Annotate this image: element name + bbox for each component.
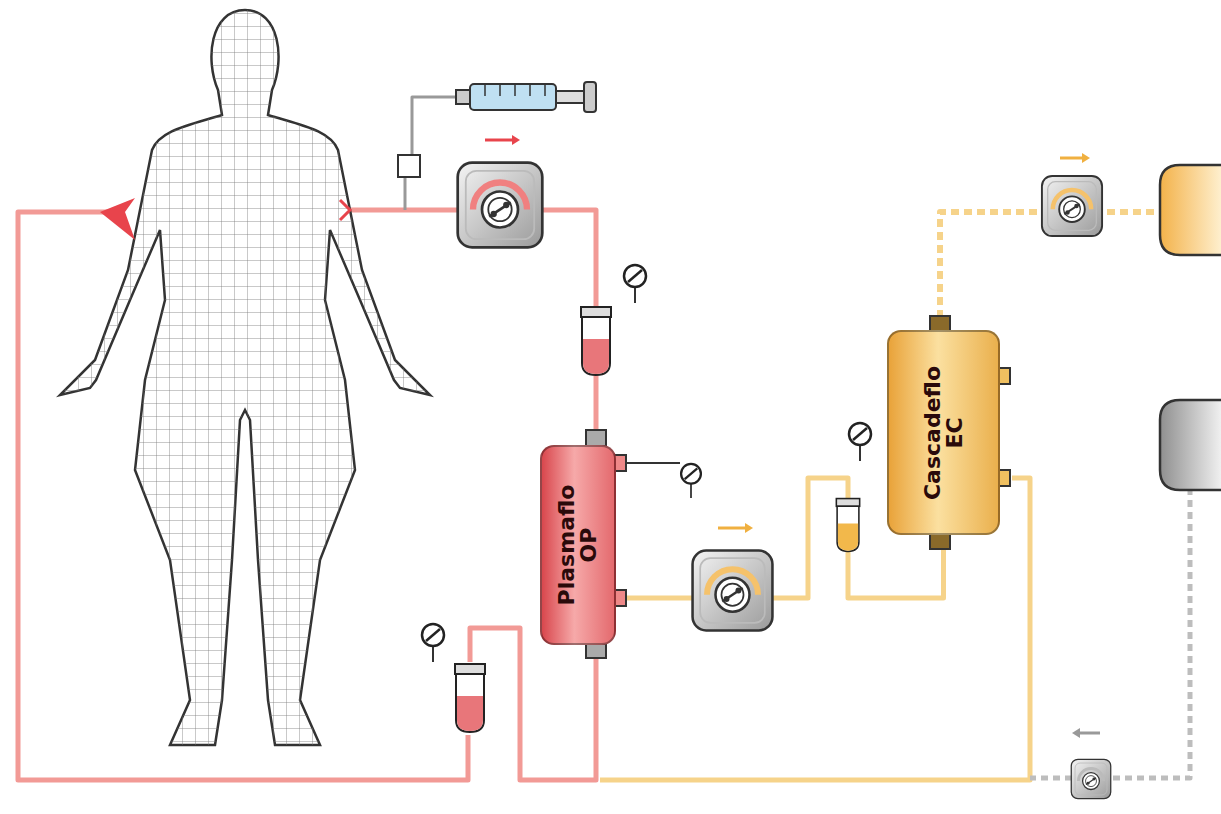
figure-mesh [60,10,430,745]
pressure-gauge [624,265,646,303]
syringe-line [404,175,407,210]
pressure-gauge [422,624,444,662]
filter-ports [586,316,1010,658]
patient-figure [60,10,430,745]
access-arrow [100,198,135,240]
return-line [470,628,596,780]
pressure-gauge [681,464,701,498]
plasma-pump [693,551,773,631]
waste-pump [1042,176,1102,236]
syringe-line [412,97,458,155]
substitution-line [1030,488,1190,778]
blood-line [594,375,599,432]
outflow-mark [340,200,350,220]
drip-chamber [581,307,611,375]
plasma-filter: Plasmaflo OP [540,445,616,645]
flow-arrows [485,135,1100,738]
gauge-line [626,462,680,464]
filter-label: Cascadeflo EC [922,365,966,499]
waste-bag [1160,165,1221,255]
filter-label: Plasmaflo OP [556,485,600,606]
cascade-filter: Cascadeflo EC [887,330,1000,535]
drip-chamber [455,664,485,732]
blood-pump [458,163,543,248]
substitution-bag [1160,400,1221,490]
pressure-gauge [849,423,871,461]
drip-chamber [836,499,859,552]
substitution-pump [1071,759,1110,798]
